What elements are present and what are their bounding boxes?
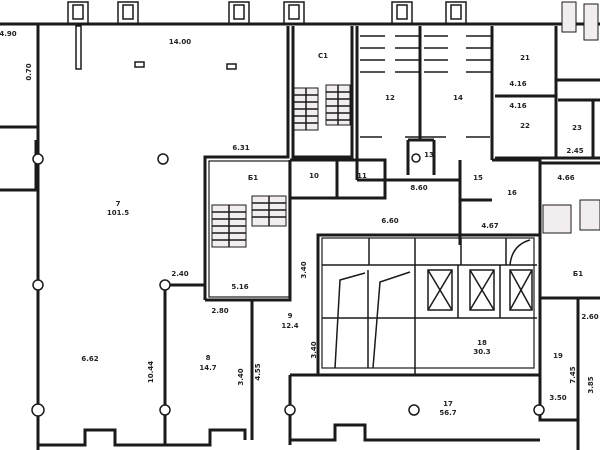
dimension-label: 2.60 <box>581 313 598 321</box>
room-9-area: 12.4 <box>281 322 298 330</box>
room-22-label: 22 <box>520 122 530 130</box>
lower-walls <box>38 283 578 447</box>
room-12-label: 12 <box>385 94 395 102</box>
staircase-c1 <box>293 84 351 131</box>
dimension-label: 10.44 <box>147 361 155 383</box>
dimension-label: 3.40 <box>300 261 308 278</box>
room-c1-walls <box>291 26 354 159</box>
room-16-label: 16 <box>507 189 517 197</box>
dimension-label: 6.60 <box>381 217 398 225</box>
left-rooms-walls <box>0 125 38 192</box>
dimension-label: 2.40 <box>171 270 188 278</box>
dimension-label: 4.55 <box>254 363 262 380</box>
dimension-label: 4.67 <box>481 222 498 230</box>
room-7-area: 101.5 <box>107 209 129 217</box>
dimension-label: 4.90 <box>0 30 17 38</box>
toilet-stalls <box>360 35 492 163</box>
room-8-area: 14.7 <box>199 364 216 372</box>
dimension-label: 2.45 <box>566 147 583 155</box>
staircase-right-top <box>561 1 599 41</box>
room-b1-right-label: Б1 <box>573 270 583 278</box>
room-9-label: 9 <box>288 312 293 320</box>
dimension-label: 2.80 <box>211 307 228 315</box>
room-c1-label: C1 <box>318 52 328 60</box>
dimension-label: 0.70 <box>25 63 33 80</box>
dimension-label: 4.66 <box>557 174 574 182</box>
room-7-label: 7 <box>116 200 121 208</box>
dimension-label: 3.40 <box>310 341 318 358</box>
dimension-label: 3.50 <box>549 394 566 402</box>
elevator-block <box>316 233 542 377</box>
room-18-label: 18 <box>477 339 487 347</box>
room-18-area: 30.3 <box>473 348 490 356</box>
dimension-label: 8.60 <box>410 184 427 192</box>
staircase-b1-right <box>542 199 600 234</box>
room-11-label: 11 <box>357 172 367 180</box>
hall-7-walls <box>203 26 292 302</box>
room-b1-label: Б1 <box>248 174 258 182</box>
dimension-label: 3.40 <box>237 368 245 385</box>
dimension-label: 5.16 <box>231 283 248 291</box>
room-17-area: 56.7 <box>439 409 456 417</box>
room-13-label: 13 <box>424 151 434 159</box>
dimension-label: 6.31 <box>232 144 249 152</box>
room-14-label: 14 <box>453 94 463 102</box>
dimension-label: 7.45 <box>569 366 577 383</box>
room-23-label: 23 <box>572 124 582 132</box>
room-19-label: 19 <box>553 352 563 360</box>
right-rooms-walls <box>495 26 600 160</box>
room-21-label: 21 <box>520 54 530 62</box>
dimension-label: 4.16 <box>509 80 526 88</box>
window-niches <box>67 1 467 70</box>
dimension-labels: 14.00 6.31 4.16 4.16 2.45 8.60 6.60 4.67… <box>0 30 599 402</box>
dimension-label: 14.00 <box>169 38 191 46</box>
room-10-label: 10 <box>309 172 319 180</box>
restroom-walls <box>355 26 494 182</box>
dimension-label: 6.62 <box>81 355 98 363</box>
columns <box>31 153 545 417</box>
room-8-label: 8 <box>206 354 211 362</box>
staircase-b1-right-walls <box>540 161 600 450</box>
dimension-label: 4.16 <box>509 102 526 110</box>
rooms-10-11-walls <box>288 158 387 200</box>
staircase-b1 <box>211 195 287 248</box>
dimension-label: 3.85 <box>587 376 595 393</box>
room-17-label: 17 <box>443 400 453 408</box>
room-15-label: 15 <box>473 174 483 182</box>
